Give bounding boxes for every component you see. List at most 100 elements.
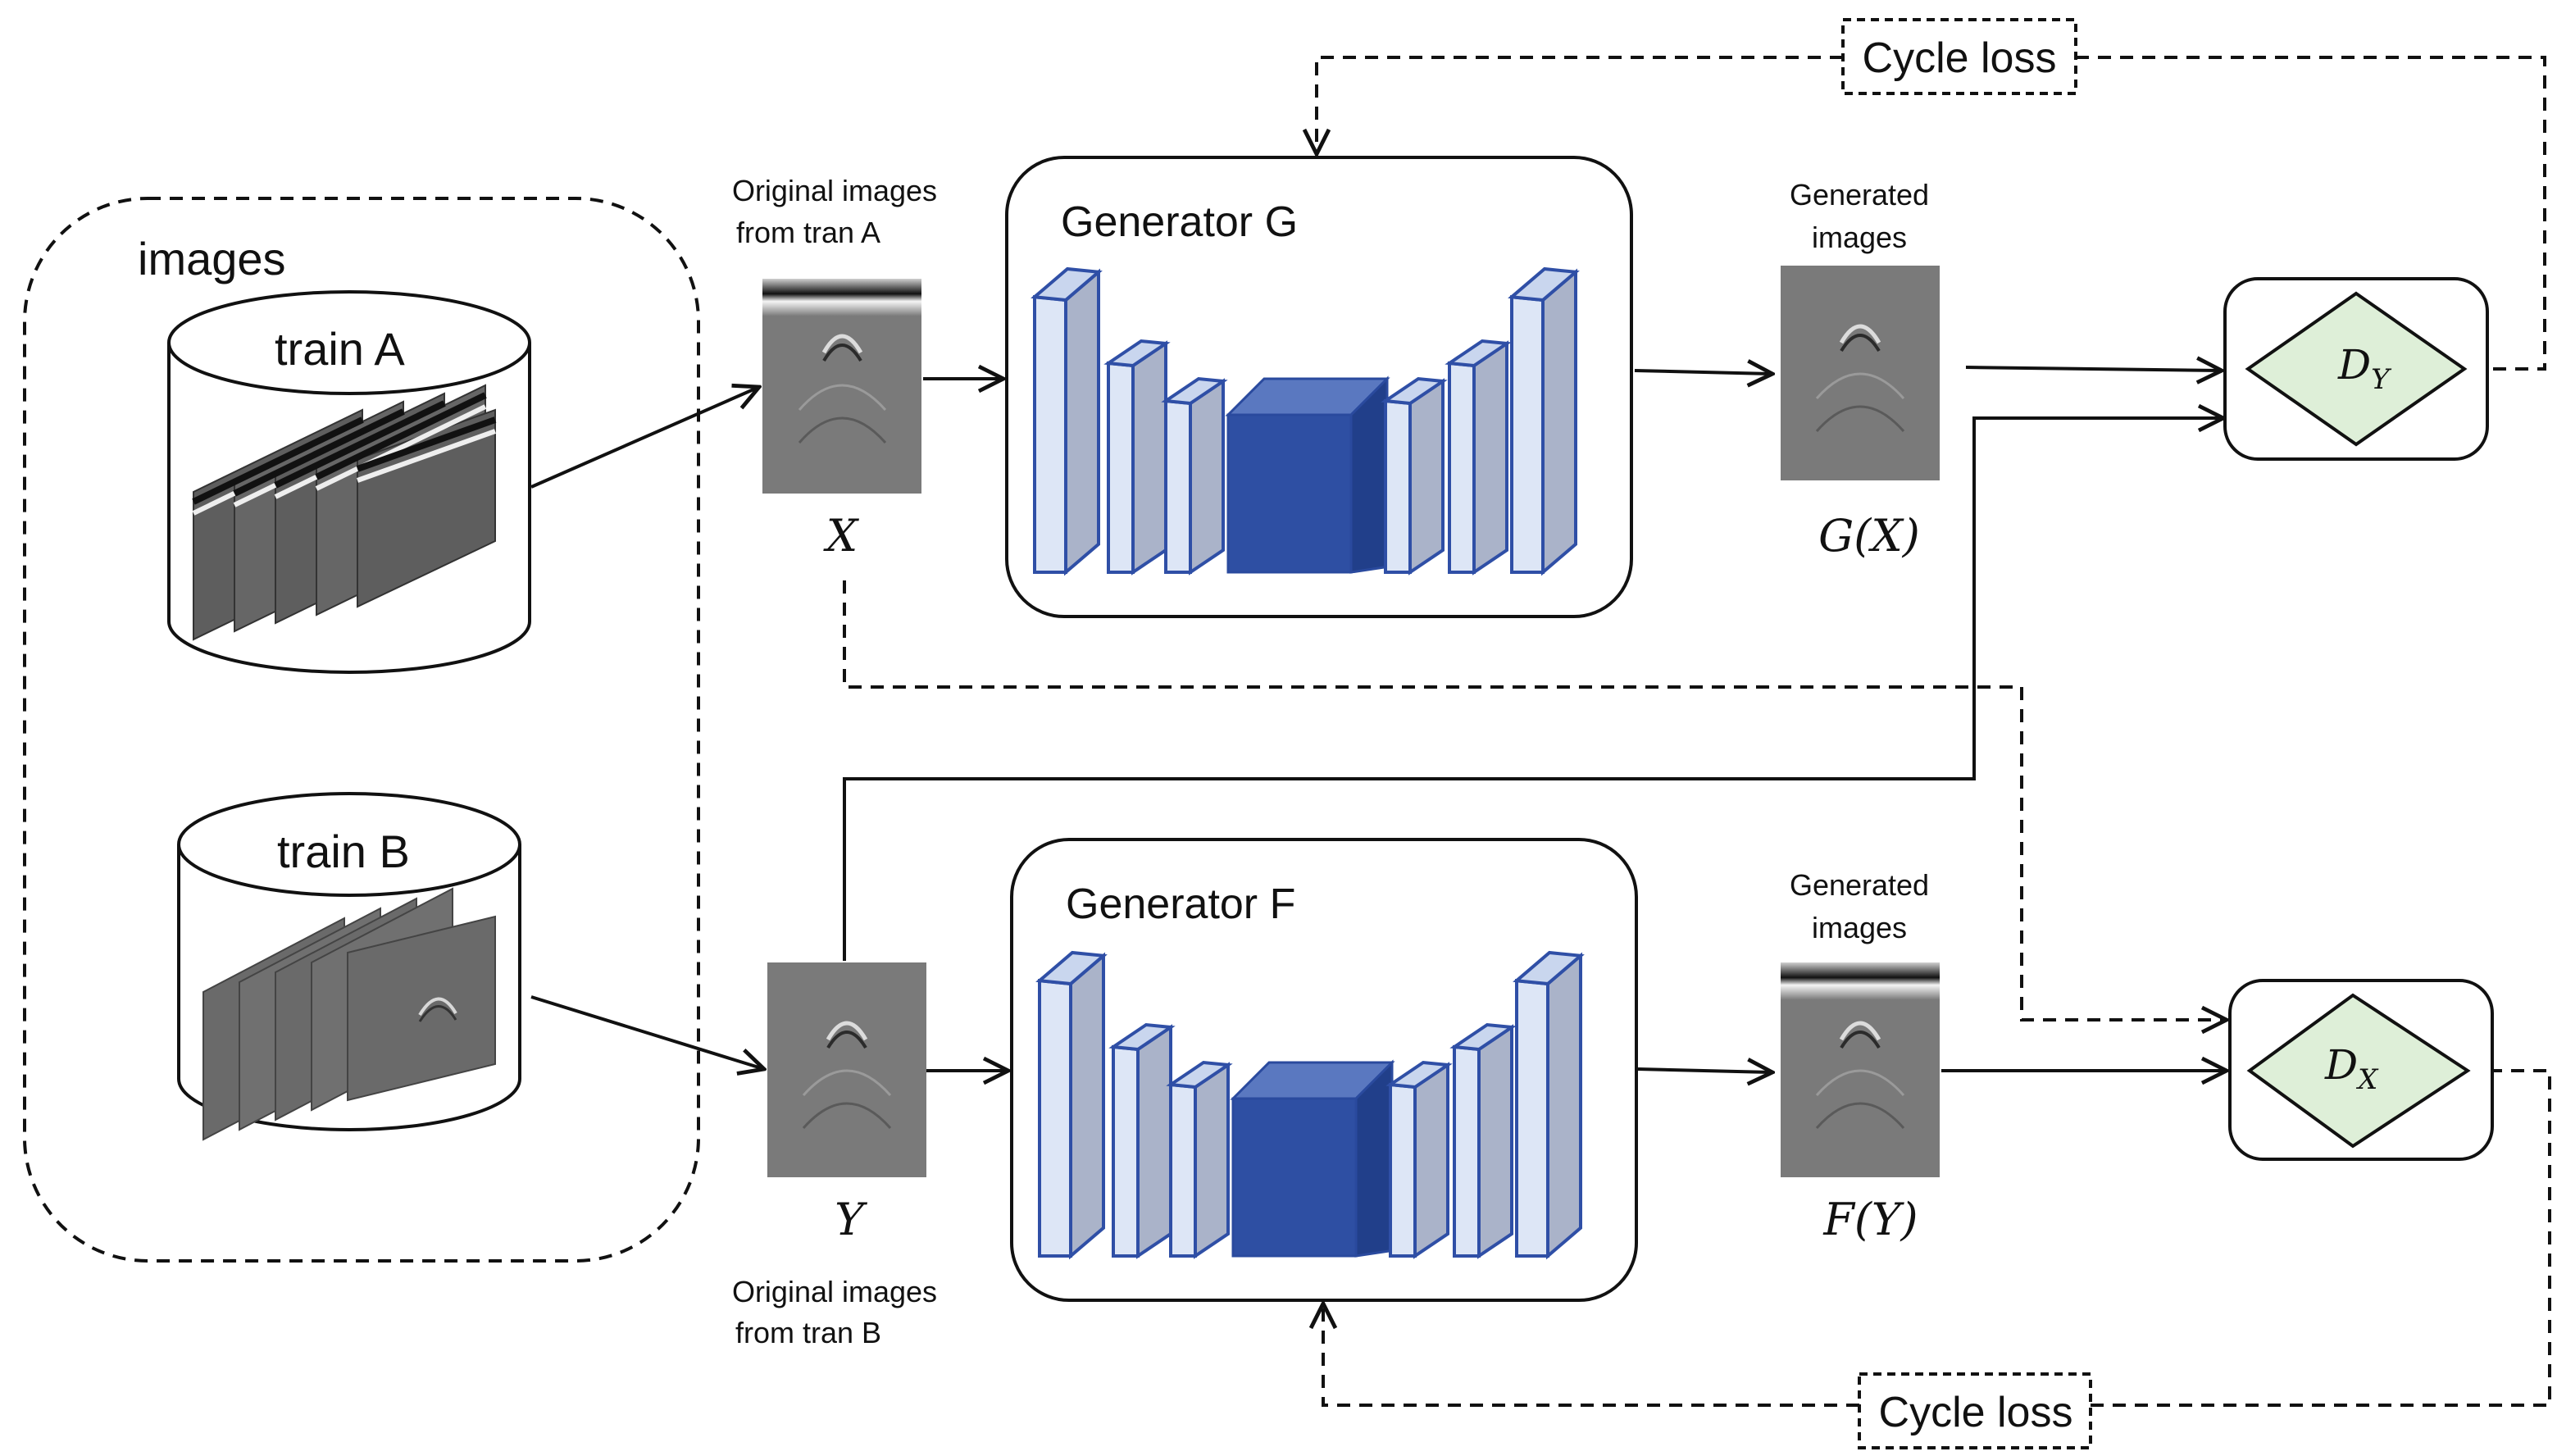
input-x-caption-line2: from tran A xyxy=(736,216,880,249)
decoder-layer-2-top xyxy=(1449,1022,1517,1052)
discriminator-dy: DY xyxy=(2223,277,2489,461)
connectors-dashed xyxy=(843,56,2551,1407)
discriminator-dx-letter: D xyxy=(2324,1041,2358,1089)
output-gx-symbol: G(X) xyxy=(1818,510,1920,562)
discriminator-dx: DX xyxy=(2228,979,2494,1161)
input-x-caption-line1: Original images xyxy=(732,174,937,207)
decoder-layer-1-side xyxy=(1413,1062,1449,1259)
encoder-layer-3-top xyxy=(1161,376,1228,406)
generator-f-label: Generator F xyxy=(1066,880,1295,928)
arrow-train-a-to-x xyxy=(530,387,759,489)
train-a-label: train A xyxy=(275,323,405,375)
encoder-layer-1-side xyxy=(1064,268,1100,576)
images-group-border xyxy=(23,197,700,1263)
output-gx-caption-line2: images xyxy=(1812,221,1907,254)
cycle-loss-bottom-label: Cycle loss xyxy=(1879,1389,2073,1436)
discriminator-dy-diamond xyxy=(2245,291,2468,447)
decoder-layer-3-side xyxy=(1546,952,1582,1260)
generator-g-unet xyxy=(1031,266,1580,576)
bottleneck-cube-side xyxy=(1354,1059,1394,1258)
dataset-train-b: train B xyxy=(177,792,521,1141)
decoder-layer-1-top xyxy=(1381,376,1448,406)
encoder-layer-2-front xyxy=(1107,361,1135,574)
cycle-loss-top: Cycle loss xyxy=(1841,18,2077,95)
output-fy-caption-line1: Generated xyxy=(1790,868,1929,902)
decoder-layer-2-side xyxy=(1477,1024,1513,1259)
encoder-layer-3-side xyxy=(1194,1062,1230,1259)
arrow-generator-g-to-gx xyxy=(1634,371,1772,374)
cycle-loss-top-label: Cycle loss xyxy=(1863,34,2057,82)
discriminator-dx-diamond xyxy=(2246,993,2471,1149)
connectors-solid xyxy=(530,367,2227,1072)
encoder-layer-3-front xyxy=(1164,398,1192,574)
arrow-cycle-loss-to-generator-f xyxy=(1323,1304,1859,1407)
decoder-layer-1-side xyxy=(1408,378,1445,576)
encoder-layer-1-front xyxy=(1033,294,1067,574)
arrow-generator-f-to-fy xyxy=(1637,1069,1772,1072)
encoder-layer-2-top xyxy=(1103,339,1171,368)
line-dy-to-cycle-loss-top xyxy=(2076,56,2546,371)
encoder-layer-1-side xyxy=(1069,952,1105,1260)
discriminator-dy-label: DY xyxy=(2337,341,2392,396)
input-x-image xyxy=(762,279,921,494)
output-gx: Generated images G(X) xyxy=(1781,178,1940,562)
input-y-symbol: Y xyxy=(835,1194,867,1245)
bottleneck-cube-front xyxy=(1231,1097,1358,1258)
encoder-layer-2-top xyxy=(1108,1022,1176,1052)
encoder-layer-3-top xyxy=(1166,1060,1233,1090)
images-group: images xyxy=(23,197,700,1263)
cylinder-b-top xyxy=(177,792,521,897)
encoder-layer-2-side xyxy=(1136,1024,1172,1259)
decoder-layer-2-front xyxy=(1453,1044,1481,1258)
decoder-layer-1-front xyxy=(1389,1082,1417,1258)
cylinder-a-top xyxy=(167,290,531,395)
train-b-image-stack xyxy=(202,887,496,1141)
input-x: Original images from tran A X xyxy=(732,174,937,562)
decoder-layer-3-front xyxy=(1515,978,1549,1258)
decoder-layer-3-top xyxy=(1513,950,1585,986)
cycle-loss-bottom: Cycle loss xyxy=(1858,1372,2092,1449)
encoder-layer-2-side xyxy=(1131,340,1167,576)
encoder-layer-1-top xyxy=(1031,266,1103,303)
arrow-y-to-dy xyxy=(843,418,2223,961)
decoder-layer-2-top xyxy=(1445,339,1512,368)
generator-g-label: Generator G xyxy=(1061,198,1298,246)
decoder-layer-1-top xyxy=(1385,1060,1453,1090)
output-fy-symbol: F(Y) xyxy=(1822,1194,1918,1245)
line-dx-to-cycle-loss-bottom xyxy=(2091,1069,2551,1407)
encoder-layer-1-front xyxy=(1038,978,1072,1258)
decoder-layer-3-top xyxy=(1508,266,1580,303)
arrow-train-b-to-y xyxy=(530,995,764,1069)
decoder-layer-3-side xyxy=(1541,268,1577,576)
output-gx-caption-line1: Generated xyxy=(1790,178,1929,212)
encoder-layer-1-top xyxy=(1035,950,1108,986)
decoder-layer-3-front xyxy=(1510,294,1545,574)
output-fy: Generated images F(Y) xyxy=(1781,868,1940,1245)
decoder-layer-2-front xyxy=(1448,361,1476,574)
arrow-gx-to-dy xyxy=(1965,367,2222,371)
input-y-caption-line1: Original images xyxy=(732,1275,937,1308)
discriminator-dy-letter: D xyxy=(2337,341,2371,389)
decoder-layer-2-side xyxy=(1472,340,1508,576)
generator-f-unet xyxy=(1035,950,1585,1260)
decoder-layer-1-front xyxy=(1384,398,1412,574)
train-b-label: train B xyxy=(277,826,410,877)
arrow-x-to-dx xyxy=(843,580,2227,1020)
train-a-image-stack xyxy=(192,384,497,641)
encoder-layer-3-front xyxy=(1169,1082,1197,1258)
images-group-label: images xyxy=(138,233,286,284)
discriminator-dx-label: DX xyxy=(2324,1041,2379,1096)
encoder-layer-3-side xyxy=(1189,378,1225,576)
bottleneck-cube-side xyxy=(1349,375,1389,574)
discriminator-dx-subscript: X xyxy=(2355,1063,2379,1096)
input-x-symbol: X xyxy=(823,510,860,562)
encoder-layer-2-front xyxy=(1112,1044,1140,1258)
output-fy-image xyxy=(1781,962,1940,1177)
bottleneck-cube-front xyxy=(1226,413,1353,574)
input-y-image xyxy=(767,962,926,1177)
output-fy-caption-line2: images xyxy=(1812,911,1907,944)
discriminator-dy-subscript: Y xyxy=(2371,363,2392,396)
input-y-caption-line2: from tran B xyxy=(735,1316,881,1349)
input-y: Y Original images from tran B xyxy=(732,962,937,1349)
